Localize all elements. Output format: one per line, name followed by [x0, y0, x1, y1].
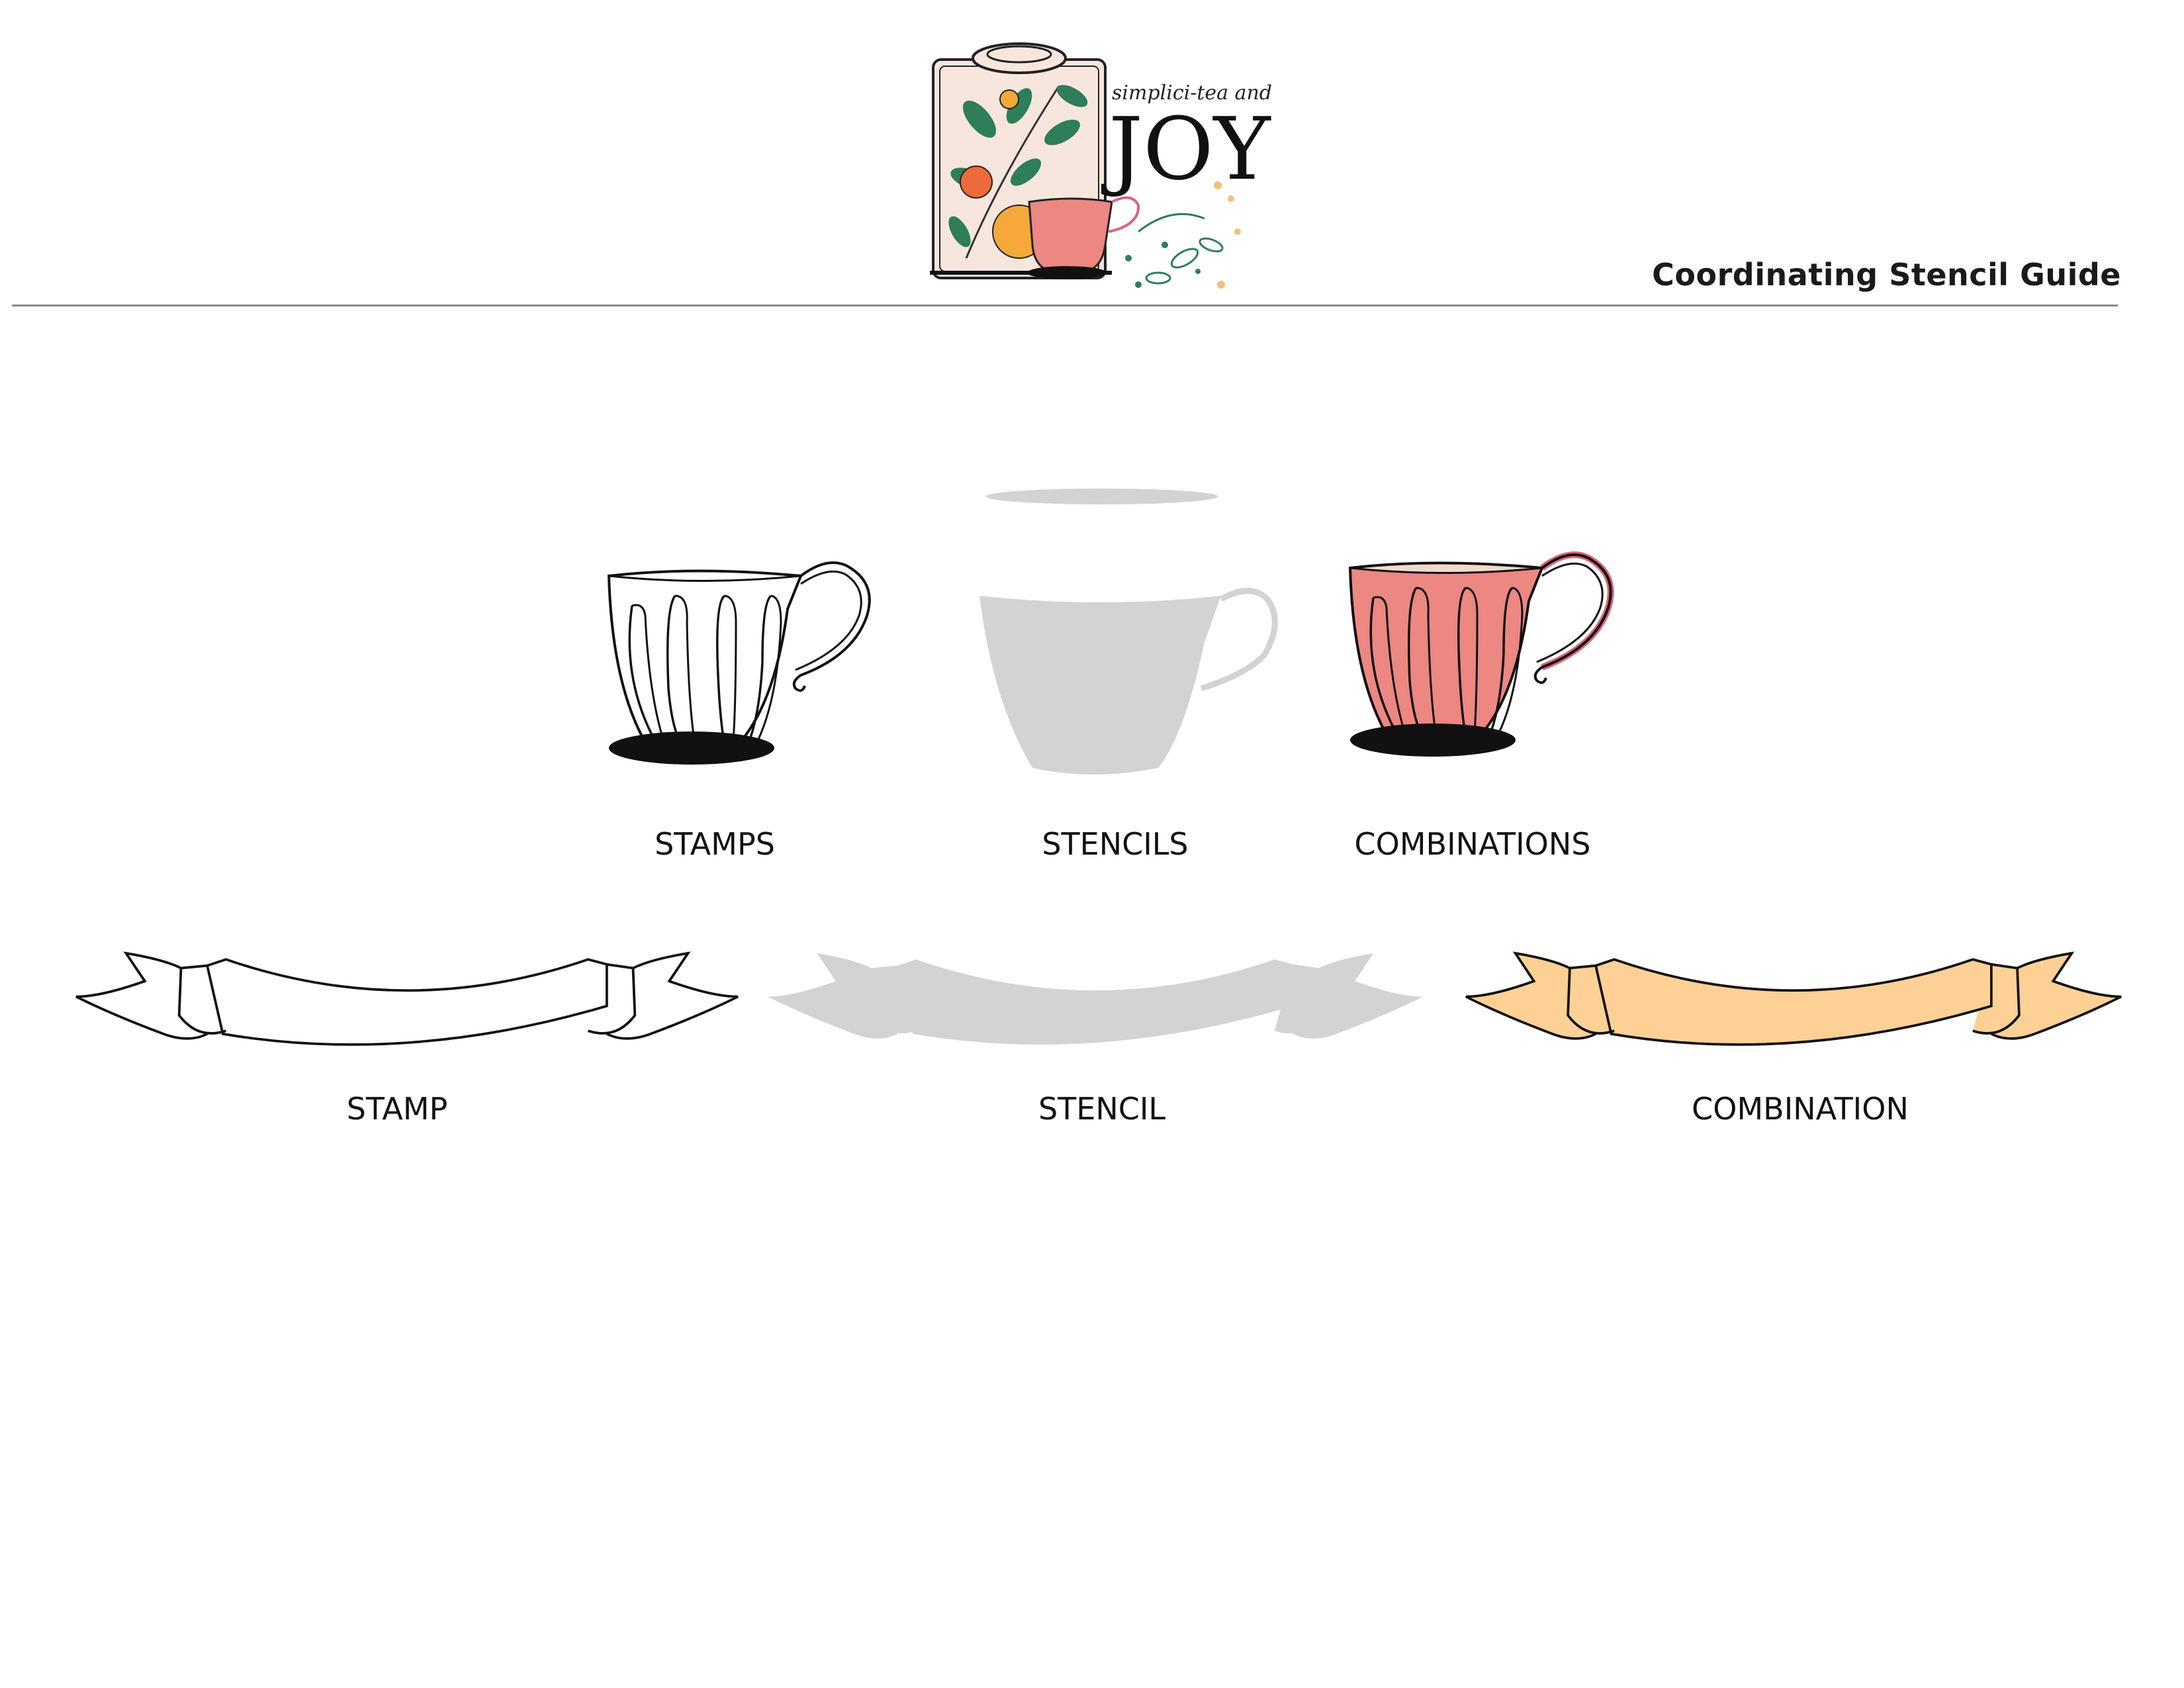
- stamps-label: STAMPS: [655, 826, 775, 862]
- stamp-label: STAMP: [346, 1091, 448, 1127]
- combination-label: COMBINATION: [1692, 1091, 1909, 1127]
- header-divider: [12, 305, 2118, 306]
- combinations-label: COMBINATIONS: [1354, 826, 1591, 862]
- logo-tagline: simplici-tea and: [1112, 81, 1272, 105]
- page-title: Coordinating Stencil Guide: [1652, 257, 2121, 293]
- stencils-label: STENCILS: [1042, 826, 1189, 862]
- ribbon-banner-stencil-icon: [768, 953, 1423, 1045]
- logo-wordmark: JOY: [1101, 99, 1271, 199]
- teacup-stamp-icon: [608, 561, 871, 766]
- brand-logo: simplici-tea and JOY: [920, 33, 1291, 305]
- stencil-label: STENCIL: [1038, 1091, 1166, 1127]
- teacup-stencil-icon: [979, 489, 1278, 774]
- ribbon-banner-combination-icon: [1465, 952, 2122, 1046]
- teacup-combination-icon: [1349, 551, 1614, 758]
- ribbon-banner-stamp-icon: [75, 952, 739, 1046]
- tea-tin-and-teacup-logo-icon: simplici-tea and JOY: [930, 42, 1272, 289]
